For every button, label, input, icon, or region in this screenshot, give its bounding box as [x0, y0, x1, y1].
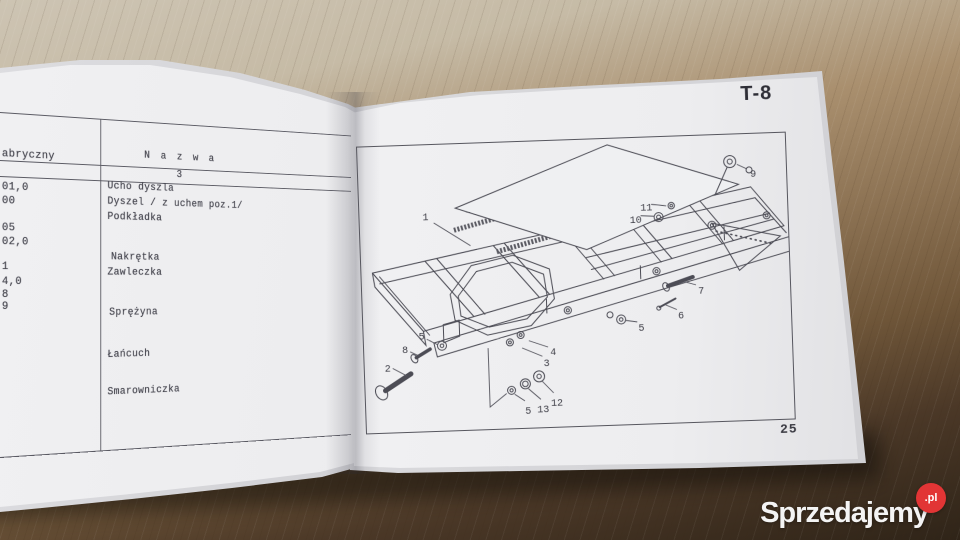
part-name: Sprężyna: [109, 306, 158, 319]
callout-5-bottom: 5: [525, 407, 531, 418]
floor-panel: [453, 144, 740, 251]
callout-12: 12: [551, 399, 563, 410]
table-cell: 00: [1, 195, 16, 208]
callout-11: 11: [640, 203, 652, 214]
turntable-opening: [449, 254, 555, 336]
watermark-brand: Sprzedajemy: [760, 497, 929, 529]
eyebolt: [714, 155, 753, 196]
callout-8: 8: [402, 346, 408, 357]
table-cell: 4,0: [1, 276, 23, 288]
table-cell: 8: [1, 288, 9, 301]
callout-10: 10: [630, 216, 642, 227]
table-bottom-rule: [0, 434, 352, 458]
figure-code: T-8: [739, 82, 773, 106]
part-name: Podkładka: [107, 211, 163, 225]
callout-7: 7: [698, 287, 704, 298]
table-cell: 1: [1, 261, 9, 274]
table-column-divider: [100, 118, 102, 451]
callout-13: 13: [537, 405, 549, 416]
figure-frame: 1 2 8 5 3 4 5 13 12 5 6 7 10 11 9: [355, 131, 796, 435]
pl-badge: .pl: [916, 483, 946, 513]
table-cell: 9: [1, 300, 9, 313]
callout-9: 9: [750, 170, 756, 181]
table-cell: 05: [1, 222, 16, 235]
parts-table: abryczny N a z w a 3 01,0 00 05 02,0 1 4…: [0, 0, 352, 540]
sprzedajemy-watermark: Sprzedajemy .pl: [760, 483, 946, 530]
callout-2: 2: [385, 365, 391, 376]
part-name: Dyszel / z uchem poz.1/: [107, 195, 243, 212]
leader-lines: [392, 163, 748, 409]
page-number: 25: [779, 421, 798, 437]
part-name: Smarowniczka: [107, 383, 180, 399]
callout-6: 6: [678, 311, 684, 322]
table-cell: 01,0: [1, 181, 29, 195]
fasteners: [374, 201, 771, 401]
part-name: Ucho dyszla: [107, 180, 175, 195]
col1-header: abryczny: [1, 148, 55, 163]
gusset-plate: [710, 222, 782, 272]
figure-page: T-8: [344, 73, 825, 479]
table-cell: 02,0: [1, 236, 29, 249]
callout-1: 1: [422, 213, 428, 224]
part-name: Łańcuch: [107, 348, 151, 361]
col2-column-number: 3: [176, 169, 183, 181]
callout-3: 3: [544, 359, 550, 370]
col2-header: N a z w a: [144, 150, 217, 166]
table-top-rule: [0, 112, 352, 137]
chassis-exploded-drawing: 1 2 8 5 3 4 5 13 12 5 6 7 10 11 9: [371, 144, 793, 418]
callout-5-mid: 5: [638, 324, 644, 335]
watermark-tld: .pl: [924, 492, 938, 504]
part-name: Nakrętka: [110, 251, 160, 264]
callout-4: 4: [550, 348, 556, 359]
callout-5-left: 5: [418, 332, 424, 343]
callout-labels: 1 2 8 5 3 4 5 13 12 5 6 7 10 11 9: [385, 170, 757, 418]
part-name: Zawleczka: [107, 266, 163, 279]
